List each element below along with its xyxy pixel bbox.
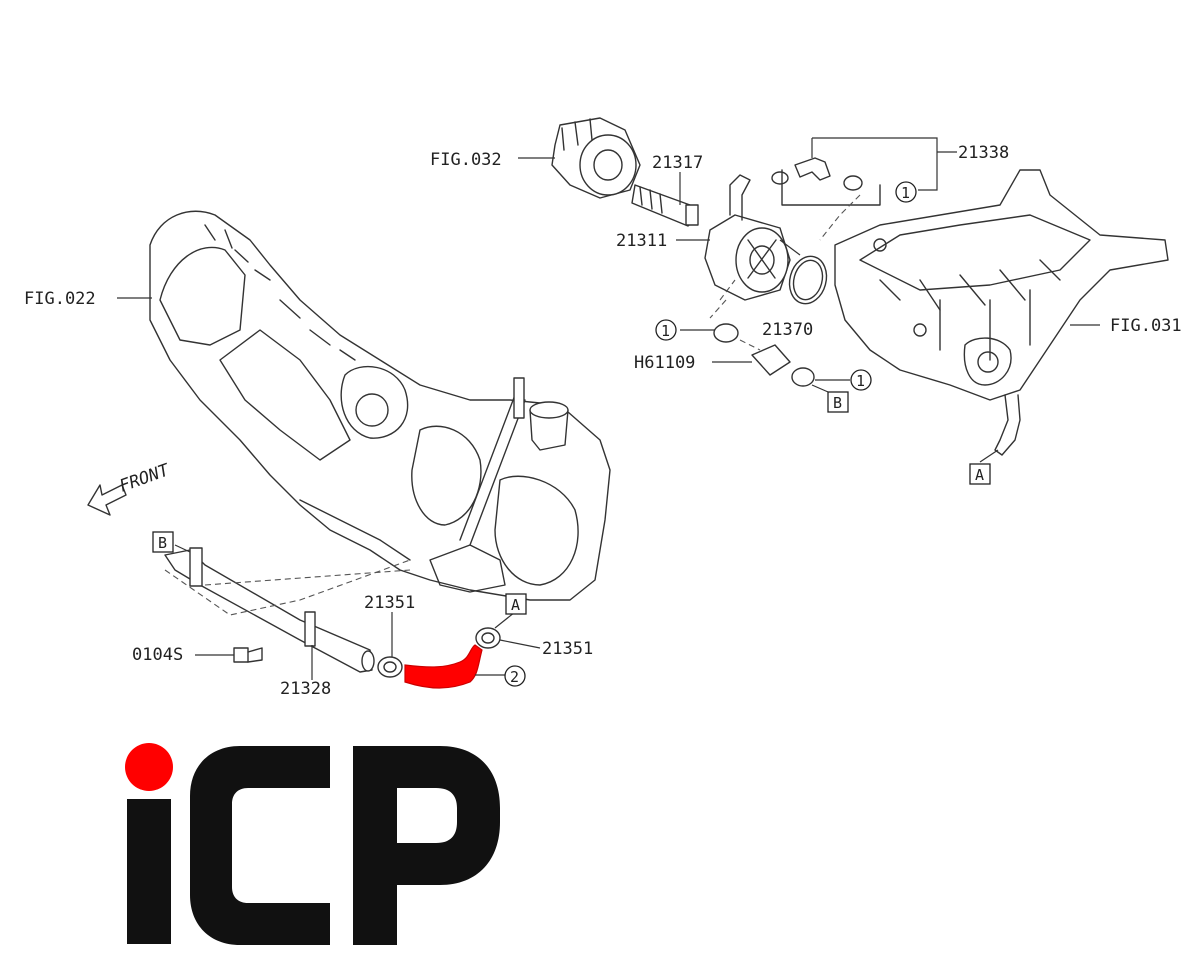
clamp-21351-left bbox=[377, 656, 403, 678]
hose-h61109 bbox=[709, 299, 815, 387]
label-21328: 21328 bbox=[280, 679, 331, 699]
label-21338: 21338 bbox=[958, 143, 1009, 163]
logo-red-dot bbox=[125, 743, 173, 791]
ref-box-a-bottom: A bbox=[505, 593, 527, 615]
svg-text:2: 2 bbox=[510, 668, 519, 686]
highlighted-hose bbox=[404, 644, 483, 689]
ref-circle-1-right: 1 bbox=[850, 369, 872, 391]
clamp-21351-right bbox=[475, 627, 501, 649]
ref-box-a-top: A bbox=[969, 463, 991, 485]
hose-21338 bbox=[771, 157, 881, 206]
ref-circle-1-left: 1 bbox=[655, 319, 677, 341]
ref-box-b-right: B bbox=[827, 391, 849, 413]
ref-box-b-left: B bbox=[152, 531, 174, 553]
dashed-line-filter bbox=[719, 279, 736, 301]
svg-text:A: A bbox=[511, 596, 520, 614]
label-21351-left: 21351 bbox=[364, 593, 415, 613]
bolt-0104s bbox=[233, 647, 263, 663]
label-fig032: FIG.032 bbox=[430, 150, 502, 170]
label-21370: 21370 bbox=[762, 320, 813, 340]
pipe-21328 bbox=[164, 547, 411, 673]
svg-text:1: 1 bbox=[901, 184, 910, 202]
leader-lines bbox=[117, 137, 1100, 680]
logo-letter-p bbox=[353, 746, 500, 945]
oil-filter bbox=[551, 117, 641, 199]
logo-letter-i bbox=[127, 799, 171, 944]
svg-text:1: 1 bbox=[661, 322, 670, 340]
label-21317: 21317 bbox=[652, 153, 703, 173]
label-0104s: 0104S bbox=[132, 645, 183, 665]
label-h61109: H61109 bbox=[634, 353, 695, 373]
svg-text:B: B bbox=[833, 394, 842, 412]
ref-circle-1-top: 1 bbox=[895, 181, 917, 203]
dashed-line-cooler bbox=[819, 194, 861, 241]
svg-text:A: A bbox=[975, 466, 984, 484]
bolt-21317 bbox=[631, 184, 699, 227]
icp-logo bbox=[125, 743, 500, 945]
label-fig022: FIG.022 bbox=[24, 289, 96, 309]
oring-21370 bbox=[788, 255, 828, 305]
label-fig031: FIG.031 bbox=[1110, 316, 1182, 336]
front-label: FRONT bbox=[117, 460, 174, 497]
label-21351-right: 21351 bbox=[542, 639, 593, 659]
ref-circle-2: 2 bbox=[504, 665, 526, 687]
oil-cooler-21311 bbox=[704, 174, 791, 301]
oil-pan-outline bbox=[834, 169, 1169, 456]
svg-text:B: B bbox=[158, 534, 167, 552]
label-21311: 21311 bbox=[616, 231, 667, 251]
engine-case-outline bbox=[149, 210, 611, 601]
svg-text:1: 1 bbox=[856, 372, 865, 390]
logo-letter-c bbox=[190, 746, 330, 945]
front-arrow: FRONT bbox=[87, 460, 174, 516]
